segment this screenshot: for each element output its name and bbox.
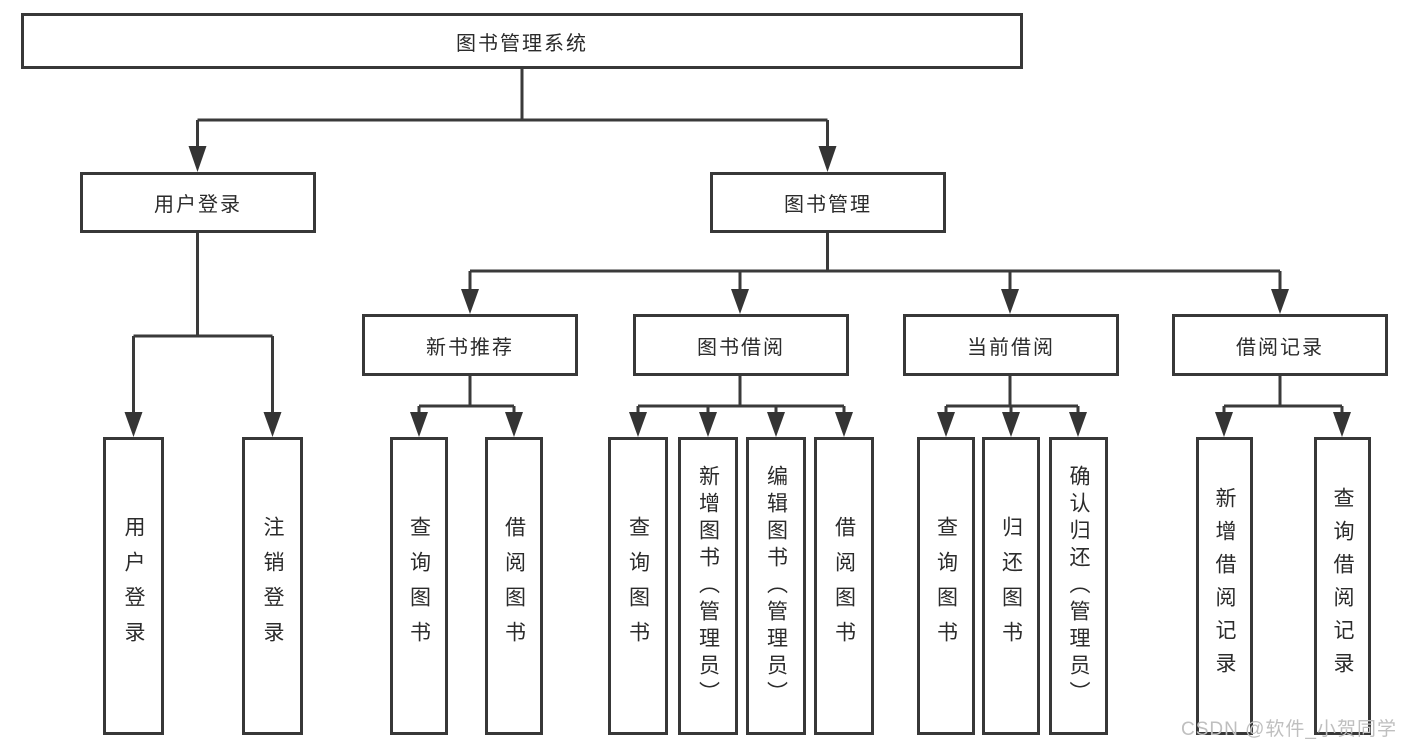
leaf-add-books-admin: 新增图书（管理员） xyxy=(678,437,738,735)
node-label: 图书管理 xyxy=(784,194,872,216)
node-label: 查询借阅记录 xyxy=(1331,487,1354,685)
leaf-query-borrow-record: 查询借阅记录 xyxy=(1314,437,1371,735)
node-label: 借阅图书 xyxy=(832,516,856,656)
node-new-book-recommendation: 新书推荐 xyxy=(362,314,578,376)
leaf-borrow-books: 借阅图书 xyxy=(814,437,874,735)
node-book-management: 图书管理 xyxy=(710,172,946,233)
leaf-query-books-current: 查询图书 xyxy=(917,437,975,735)
leaf-user-login: 用户登录 xyxy=(103,437,164,735)
node-label: 确认归还（管理员） xyxy=(1067,464,1090,708)
leaf-query-books-borrowing: 查询图书 xyxy=(608,437,668,735)
node-label: 新书推荐 xyxy=(426,336,514,359)
node-label: 归还图书 xyxy=(999,516,1023,656)
leaf-query-books-recommend: 查询图书 xyxy=(390,437,448,735)
node-label: 查询图书 xyxy=(934,516,958,656)
leaf-return-books: 归还图书 xyxy=(982,437,1040,735)
node-user-login: 用户登录 xyxy=(80,172,316,233)
node-label: 注销登录 xyxy=(261,516,284,656)
node-label: 图书管理系统 xyxy=(456,32,588,55)
node-label: 图书借阅 xyxy=(697,336,785,359)
leaf-confirm-return-admin: 确认归还（管理员） xyxy=(1049,437,1108,735)
leaf-logout: 注销登录 xyxy=(242,437,303,735)
node-label: 新增借阅记录 xyxy=(1213,487,1236,685)
leaf-borrow-books-recommend: 借阅图书 xyxy=(485,437,543,735)
node-current-borrowing: 当前借阅 xyxy=(903,314,1119,376)
node-label: 当前借阅 xyxy=(967,336,1055,359)
node-label: 编辑图书（管理员） xyxy=(764,464,788,708)
node-label: 新增图书（管理员） xyxy=(696,464,720,708)
node-label: 用户登录 xyxy=(154,194,242,216)
csdn-watermark: CSDN @软件_小贺同学 xyxy=(1181,719,1397,740)
node-book-borrowing: 图书借阅 xyxy=(633,314,849,376)
node-label: 借阅记录 xyxy=(1236,336,1324,359)
node-label: 查询图书 xyxy=(407,516,431,656)
leaf-add-borrow-record: 新增借阅记录 xyxy=(1196,437,1253,735)
node-borrowing-records: 借阅记录 xyxy=(1172,314,1388,376)
node-label: 查询图书 xyxy=(626,516,650,656)
node-library-management-system: 图书管理系统 xyxy=(21,13,1023,69)
node-label: 用户登录 xyxy=(122,516,145,656)
leaf-edit-books-admin: 编辑图书（管理员） xyxy=(746,437,806,735)
node-label: 借阅图书 xyxy=(502,516,526,656)
